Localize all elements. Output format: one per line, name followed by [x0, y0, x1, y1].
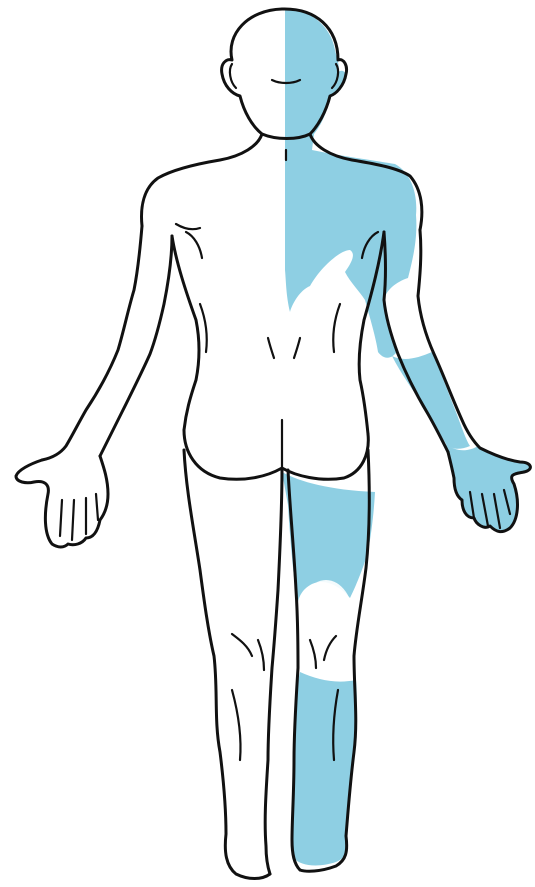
buttocks-outline	[184, 430, 368, 479]
left-waist	[172, 236, 199, 430]
back-muscle-left	[200, 304, 207, 352]
left-ear	[230, 64, 236, 88]
left-leg-inner	[265, 470, 282, 874]
left-knee	[232, 634, 264, 670]
left-scapula	[176, 224, 202, 258]
spine-lower	[268, 338, 300, 358]
back-muscle-right	[333, 304, 340, 352]
left-arm-outer	[42, 226, 142, 460]
left-calf	[232, 690, 241, 760]
left-leg-outer	[184, 450, 270, 879]
left-hand-fingers	[60, 494, 98, 540]
knee-spot	[298, 580, 354, 660]
right-arm-outer	[418, 230, 530, 472]
region-hand-right	[446, 444, 530, 532]
elbow-spot	[386, 278, 438, 346]
highlight-layer	[282, 10, 530, 866]
